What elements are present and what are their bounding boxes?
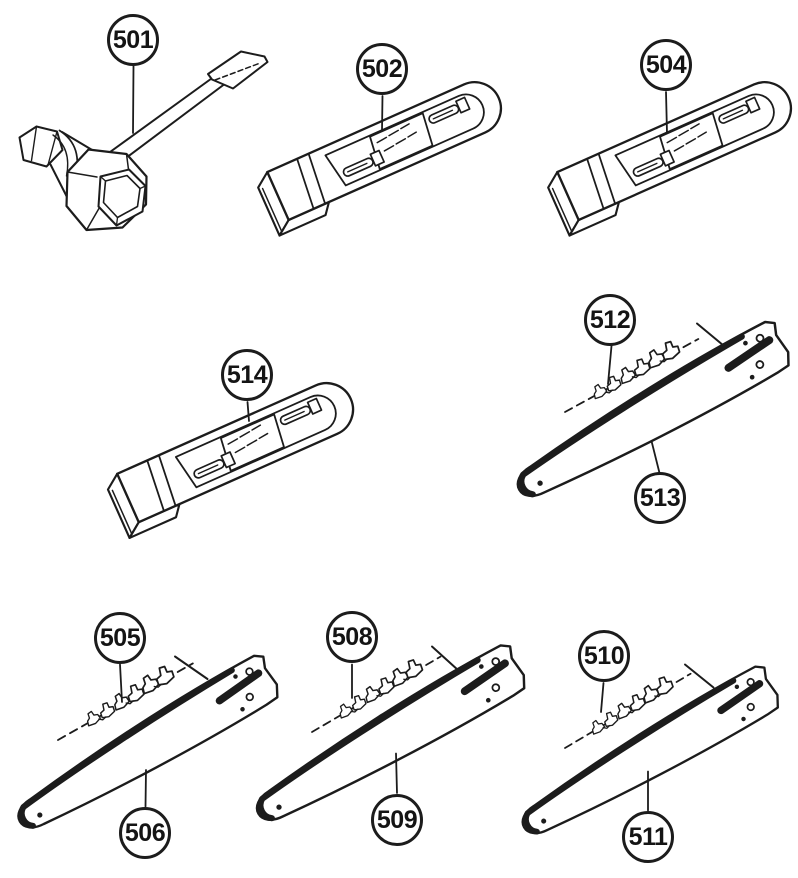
callout-label: 502 bbox=[361, 54, 403, 83]
callout-506[interactable]: 506 bbox=[119, 807, 171, 859]
callout-label: 511 bbox=[628, 822, 668, 851]
callout-510[interactable]: 510 bbox=[578, 630, 630, 682]
leader-line-513 bbox=[650, 440, 661, 474]
leader-line-510 bbox=[600, 682, 605, 713]
callout-label: 501 bbox=[112, 25, 154, 54]
callout-514[interactable]: 514 bbox=[221, 349, 273, 401]
callout-512[interactable]: 512 bbox=[584, 294, 636, 346]
leader-line-514 bbox=[246, 401, 250, 422]
leader-line-512 bbox=[607, 345, 613, 385]
callout-513[interactable]: 513 bbox=[634, 472, 686, 524]
callout-label: 504 bbox=[645, 50, 687, 79]
leader-line-509 bbox=[395, 752, 398, 794]
callout-508[interactable]: 508 bbox=[326, 611, 378, 663]
callout-label: 514 bbox=[226, 360, 268, 389]
callout-label: 513 bbox=[639, 483, 681, 512]
callout-label: 506 bbox=[124, 818, 166, 847]
callout-label: 508 bbox=[331, 622, 373, 651]
callout-511[interactable]: 511 bbox=[622, 811, 674, 863]
bar-cover-502-drawing bbox=[252, 72, 515, 237]
leader-line-504 bbox=[665, 91, 668, 134]
leader-line-502 bbox=[381, 95, 384, 132]
chain-path-lines bbox=[174, 322, 725, 689]
callout-label: 510 bbox=[583, 641, 625, 670]
callout-502[interactable]: 502 bbox=[356, 43, 408, 95]
leader-line-505 bbox=[119, 663, 123, 703]
callout-label: 512 bbox=[589, 305, 631, 334]
callout-501[interactable]: 501 bbox=[107, 14, 159, 66]
callout-509[interactable]: 509 bbox=[371, 794, 423, 846]
bar-cover-514-drawing bbox=[102, 373, 367, 540]
callout-505[interactable]: 505 bbox=[94, 612, 146, 664]
bar-cover-504-drawing bbox=[542, 72, 798, 237]
callout-label: 509 bbox=[376, 805, 418, 834]
leader-line-506 bbox=[144, 769, 147, 808]
callout-label: 505 bbox=[99, 623, 141, 652]
leader-line-501 bbox=[132, 65, 135, 134]
scrench-wrench-drawing bbox=[18, 50, 269, 232]
callout-leader-lines bbox=[119, 65, 668, 812]
callout-504[interactable]: 504 bbox=[640, 39, 692, 91]
